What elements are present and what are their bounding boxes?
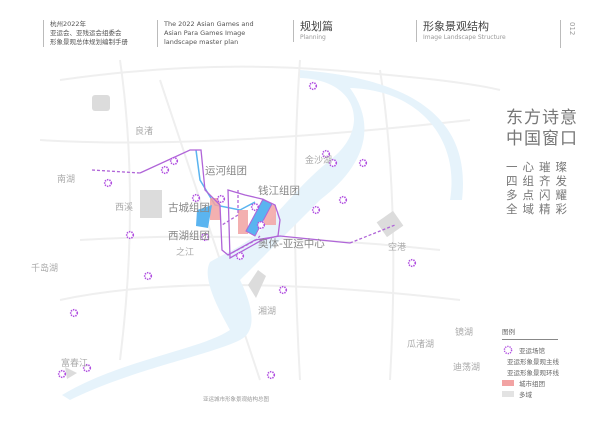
west-lake <box>196 205 212 228</box>
legend-item: 亚运形象景观主线 <box>502 355 559 366</box>
english-title-block: The 2022 Asian Games and Asian Para Game… <box>157 20 254 47</box>
venue-marker <box>328 158 338 168</box>
place-label: 湘湖 <box>258 307 277 317</box>
legend-item: 亚运形象景观环线 <box>502 366 559 377</box>
venue-marker <box>143 271 153 281</box>
venue-marker <box>169 156 179 166</box>
legend-label: 多域 <box>519 390 532 399</box>
topic-en: Image Landscape Structure <box>423 34 506 41</box>
org-line: 杭州2022年 <box>50 20 87 28</box>
venue-marker <box>57 369 67 379</box>
place-label: 迪荡湖 <box>453 363 481 373</box>
en-line: landscape master plan <box>164 38 239 46</box>
legend-item: 多域 <box>502 388 558 399</box>
slogan-line: 全域精彩 <box>506 202 572 216</box>
legend-label: 亚运场馆 <box>519 346 545 355</box>
legend-item: 亚运场馆 <box>502 344 558 355</box>
venue-marker <box>103 178 113 188</box>
venue-marker <box>125 230 135 240</box>
en-line: Asian Para Games Image <box>164 29 246 37</box>
legend-title: 图例 <box>502 326 558 340</box>
section-block: 规划篇 Planning <box>293 20 333 42</box>
cluster-swatch-icon <box>502 379 514 386</box>
place-label: 金沙湖 <box>305 156 333 166</box>
venue-marker <box>338 195 348 205</box>
venue-marker <box>250 202 260 212</box>
slogan-line: 多点闪耀 <box>506 188 572 202</box>
venue-marker <box>256 220 266 230</box>
organizer-block: 杭州2022年 亚运会、亚残运会组委会 形象景观总体规划编制手册 <box>43 20 128 47</box>
zone-label: 钱江组团 <box>258 185 300 197</box>
legend-item: 城市组团 <box>502 377 558 388</box>
divider <box>560 20 561 48</box>
districts <box>65 95 404 379</box>
slogan: 东方诗意 中国窗口 一心璀璨 四组齐发 多点闪耀 全域精彩 <box>506 108 578 216</box>
venue-marker <box>160 165 170 175</box>
legend-label: 城市组团 <box>519 379 545 388</box>
place-label: 镜湖 <box>455 328 474 338</box>
slogan-line: 四组齐发 <box>506 174 572 188</box>
district-swatch-icon <box>502 390 514 397</box>
section-title: 规划篇 <box>300 20 333 33</box>
venue-icon <box>503 345 513 354</box>
venue-marker <box>235 251 245 261</box>
venue-marker <box>82 363 92 373</box>
en-line: The 2022 Asian Games and <box>164 20 254 28</box>
venue-marker <box>407 258 417 268</box>
venue-marker <box>308 81 318 91</box>
slogan-title: 东方诗意 <box>506 108 578 128</box>
section-en: Planning <box>300 34 326 41</box>
place-label: 空港 <box>388 243 407 253</box>
topic-block: 形象景观结构 Image Landscape Structure <box>416 20 506 42</box>
legend-label: 亚运形象景观主线 <box>507 357 559 366</box>
place-label: 富春江 <box>61 359 89 369</box>
zone-label: 运河组团 <box>205 165 247 177</box>
place-label: 之江 <box>176 248 195 258</box>
zone-label: 古城组团 <box>168 202 210 214</box>
loop-route <box>91 169 396 256</box>
place-label: 西溪 <box>115 203 134 213</box>
venue-markers <box>57 81 417 380</box>
venue-marker <box>200 232 210 242</box>
place-label: 千岛湖 <box>31 264 59 274</box>
topic-title: 形象景观结构 <box>423 20 489 33</box>
org-line: 形象景观总体规划编制手册 <box>50 38 128 46</box>
slogan-title: 中国窗口 <box>506 129 578 149</box>
venue-marker <box>216 194 226 204</box>
venue-marker <box>358 158 368 168</box>
org-line: 亚运会、亚残运会组委会 <box>50 29 122 37</box>
legend-label: 亚运形象景观环线 <box>507 368 559 377</box>
zone-label: 奥体-亚运中心 <box>258 238 325 250</box>
place-label: 良渚 <box>135 127 154 137</box>
qiantang-river <box>62 70 463 400</box>
zone-label: 西湖组团 <box>168 230 210 242</box>
venue-marker <box>191 193 201 203</box>
venue-marker <box>278 285 288 295</box>
slogan-line: 一心璀璨 <box>506 160 572 174</box>
venue-marker <box>321 149 331 159</box>
place-label: 瓜渚湖 <box>407 340 435 350</box>
legend: 图例 亚运场馆 亚运形象景观主线 亚运形象景观环线 城市组团 多域 <box>502 326 559 399</box>
venue-marker <box>311 205 321 215</box>
map-caption: 亚运城市形象景观结构总图 <box>203 397 270 403</box>
place-label: 南湖 <box>57 175 76 185</box>
venue-marker <box>69 308 79 318</box>
venue-marker <box>266 370 276 380</box>
